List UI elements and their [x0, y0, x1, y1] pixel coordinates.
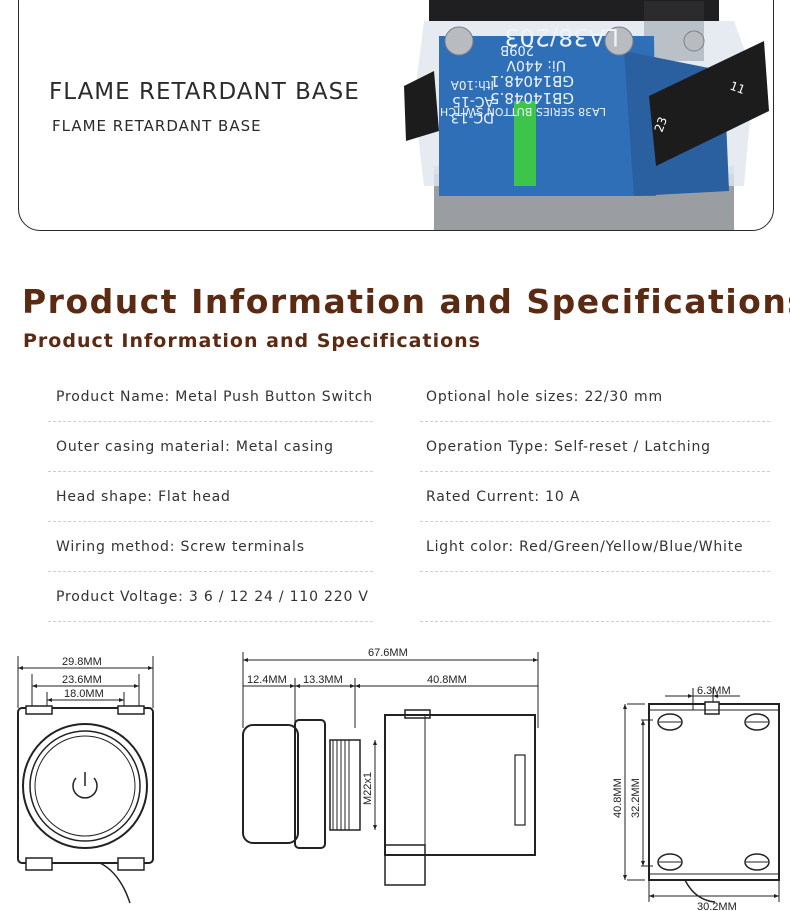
spec-table: Product Name: Metal Push Button Switch O… [48, 379, 770, 629]
side-total-length: 67.6MM [368, 647, 408, 659]
spec-casing-material: Outer casing material: Metal casing [56, 439, 334, 455]
row-divider [48, 571, 373, 572]
front-width-mid: 23.6MM [62, 674, 102, 686]
back-outer-height: 40.8MM [612, 778, 624, 818]
back-view-drawing: 6.3MM 40.8MM 32.2MM 30.2MM [612, 685, 780, 911]
rating-label: Ui: 440V [506, 57, 566, 73]
side-collar-length: 13.3MM [303, 674, 343, 686]
front-width-outer: 29.8MM [62, 656, 102, 668]
row-divider [420, 521, 770, 522]
code-label: 209B [500, 42, 534, 57]
spec-row: Product Name: Metal Push Button Switch O… [48, 379, 770, 429]
back-top-width: 6.3MM [697, 685, 731, 697]
series-label: LA38 SERIES BUTTON SWITCH [440, 105, 606, 118]
standard-2-label: GB14048.5 [490, 89, 574, 107]
row-divider [48, 621, 373, 622]
section-subtitle: Product Information and Specifications [23, 330, 481, 352]
ac-label: AC-15 [452, 93, 494, 109]
terminal-11-label: 11 [728, 79, 747, 97]
spec-row: Product Voltage: 3 6 / 12 24 / 110 220 V [48, 579, 770, 629]
model-label: LA38/203 [504, 23, 619, 51]
front-width-inner: 18.0MM [64, 688, 104, 700]
terminal-23-label: 23 [652, 115, 670, 134]
spec-row: Wiring method: Screw terminals Light col… [48, 529, 770, 579]
side-head-length: 12.4MM [247, 674, 287, 686]
flame-retardant-banner: FLAME RETARDANT BASE FLAME RETARDANT BAS… [18, 0, 774, 231]
section-title: Product Information and Specifications [22, 282, 790, 321]
spec-row: Outer casing material: Metal casing Oper… [48, 429, 770, 479]
spec-light-color: Light color: Red/Green/Yellow/Blue/White [426, 539, 744, 555]
side-body-length: 40.8MM [427, 674, 467, 686]
spec-operation-type: Operation Type: Self-reset / Latching [426, 439, 711, 455]
banner-subtitle: FLAME RETARDANT BASE [52, 117, 262, 135]
spec-hole-sizes: Optional hole sizes: 22/30 mm [426, 389, 663, 405]
thread-spec: M22x1 [362, 772, 374, 805]
row-divider [420, 471, 770, 472]
spec-wiring-method: Wiring method: Screw terminals [56, 539, 305, 555]
spec-product-name: Product Name: Metal Push Button Switch [56, 389, 373, 405]
spec-product-voltage: Product Voltage: 3 6 / 12 24 / 110 220 V [56, 589, 369, 605]
back-inner-height: 32.2MM [630, 778, 642, 818]
banner-title: FLAME RETARDANT BASE [49, 79, 360, 105]
row-divider [420, 621, 770, 622]
spec-head-shape: Head shape: Flat head [56, 489, 231, 505]
switch-base-photo: LA38 SERIES BUTTON SWITCH GB14048.5 GB14… [404, 0, 769, 230]
standard-1-label: GB14048.1 [490, 72, 574, 90]
row-divider [420, 421, 770, 422]
row-divider [48, 421, 373, 422]
back-bottom-width: 30.2MM [697, 901, 737, 911]
row-divider [48, 521, 373, 522]
side-view-drawing: 67.6MM 12.4MM 13.3MM 40.8MM M22x1 [242, 647, 539, 886]
row-divider [420, 571, 770, 572]
row-divider [48, 471, 373, 472]
front-view-drawing: 29.8MM 23.6MM 18.0MM [17, 656, 154, 904]
dc-label: DC-13 [451, 109, 494, 125]
spec-rated-current: Rated Current: 10 A [426, 489, 581, 505]
spec-row: Head shape: Flat head Rated Current: 10 … [48, 479, 770, 529]
ith-label: Ith:10A [450, 78, 494, 92]
